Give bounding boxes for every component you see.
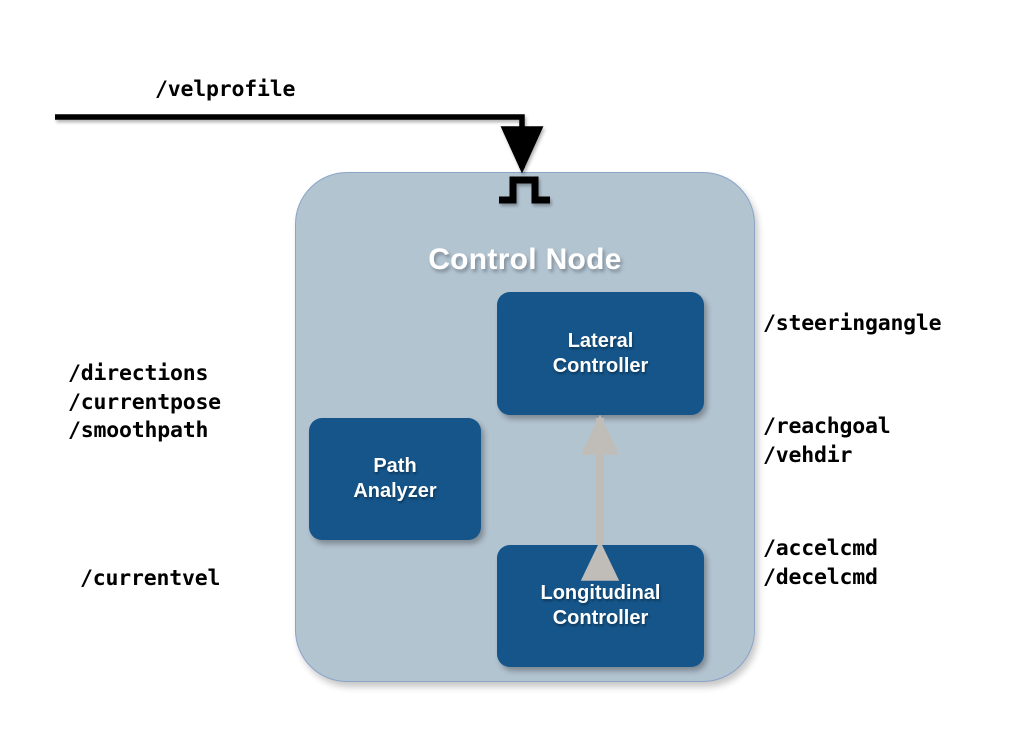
- control-node-title: Control Node: [428, 243, 622, 276]
- block-path-analyzer[interactable]: Path Analyzer: [309, 418, 481, 540]
- arrow-velprofile-in: [55, 114, 544, 174]
- label-accelcmd-decelcmd: /accelcmd /decelcmd: [763, 536, 878, 590]
- block-longitudinal-controller[interactable]: Longitudinal Controller: [497, 545, 704, 667]
- label-reachgoal-vehdir: /reachgoal /vehdir: [763, 414, 891, 468]
- label-directions-currentpose-smoothpath: /directions /currentpose /smoothpath: [68, 361, 221, 444]
- label-steeringangle: /steeringangle: [763, 311, 942, 336]
- label-currentvel: /currentvel: [80, 566, 221, 591]
- label-velprofile: /velprofile: [155, 77, 296, 102]
- block-lateral-controller[interactable]: Lateral Controller: [497, 292, 704, 415]
